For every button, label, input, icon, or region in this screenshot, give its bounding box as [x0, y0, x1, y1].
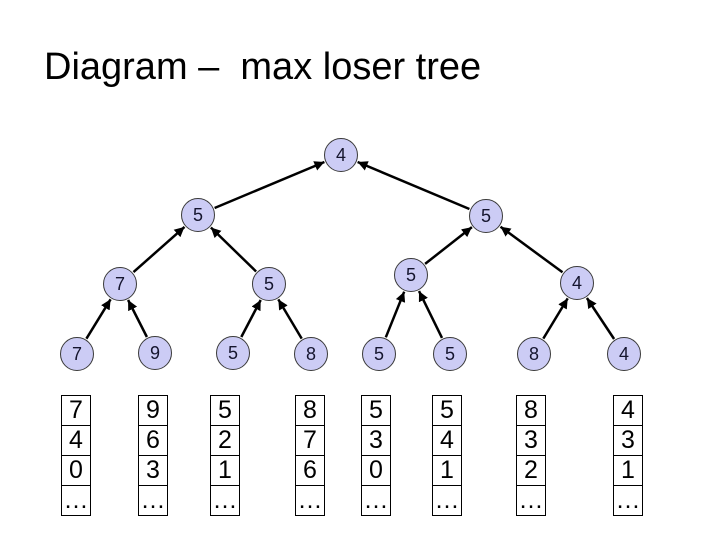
run-cell: …	[432, 485, 462, 516]
run-column-2: 5 2 1 …	[210, 395, 240, 516]
tree-node-level3-2: 5	[394, 258, 428, 292]
tree-node-leaf-0: 7	[60, 337, 94, 371]
run-cell: 8	[295, 395, 325, 426]
run-column-6: 8 3 2 …	[516, 395, 546, 516]
run-cell: 7	[61, 395, 91, 426]
tree-node-level2-1: 5	[469, 199, 503, 233]
tree-edge	[126, 299, 149, 338]
tree-node-leaf-7: 4	[607, 337, 641, 371]
tree-edge	[240, 299, 262, 338]
run-column-1: 9 6 3 …	[138, 395, 168, 516]
run-cell: 3	[138, 455, 168, 486]
run-cell: 8	[516, 395, 546, 426]
tree-node-leaf-4: 5	[362, 337, 396, 371]
tree-node-root: 4	[324, 138, 358, 172]
run-cell: 5	[361, 395, 391, 426]
run-column-0: 7 4 0 …	[61, 395, 91, 516]
run-cell: 1	[613, 455, 643, 486]
run-column-4: 5 3 0 …	[361, 395, 391, 516]
tree-edge	[277, 298, 303, 340]
run-cell: 6	[138, 425, 168, 456]
tree-node-leaf-2: 5	[216, 336, 250, 370]
run-cell: 4	[613, 395, 643, 426]
tree-node-level2-0: 5	[181, 198, 215, 232]
run-cell: 0	[61, 455, 91, 486]
run-column-3: 8 7 6 …	[295, 395, 325, 516]
tree-edge	[585, 297, 616, 340]
run-cell: 3	[361, 425, 391, 456]
run-cell: 6	[295, 455, 325, 486]
run-cell: …	[210, 485, 240, 516]
run-cell: 5	[432, 395, 462, 426]
run-cell: …	[361, 485, 391, 516]
tree-node-level3-3: 4	[560, 266, 594, 300]
run-column-5: 5 4 1 …	[432, 395, 462, 516]
tree-edge	[417, 290, 444, 339]
run-cell: …	[61, 485, 91, 516]
tree-node-leaf-3: 8	[294, 337, 328, 371]
run-cell: 4	[432, 425, 462, 456]
tree-edge	[542, 297, 569, 340]
page-title: Diagram – max loser tree	[44, 46, 482, 88]
tree-node-leaf-1: 9	[138, 336, 172, 370]
tree-edge	[85, 298, 112, 340]
run-cell: 2	[210, 425, 240, 456]
tree-edge	[210, 226, 257, 273]
tree-edge	[214, 160, 325, 210]
run-cell: …	[613, 485, 643, 516]
run-cell: …	[516, 485, 546, 516]
tree-edge	[424, 226, 473, 265]
run-cell: 7	[295, 425, 325, 456]
tree-edge	[132, 225, 186, 274]
run-cell: 1	[210, 455, 240, 486]
run-cell: 4	[61, 425, 91, 456]
run-cell: 0	[361, 455, 391, 486]
tree-node-leaf-5: 5	[433, 337, 467, 371]
run-cell: 9	[138, 395, 168, 426]
tree-node-leaf-6: 8	[517, 337, 551, 371]
tree-node-level3-0: 7	[103, 267, 137, 301]
run-cell: 2	[516, 455, 546, 486]
tree-edge	[499, 225, 564, 274]
tree-edge	[384, 291, 406, 338]
run-cell: …	[295, 485, 325, 516]
tree-node-level3-1: 5	[252, 267, 286, 301]
run-cell: 3	[516, 425, 546, 456]
run-cell: 1	[432, 455, 462, 486]
tree-edge	[357, 160, 470, 211]
run-cell: …	[138, 485, 168, 516]
run-cell: 3	[613, 425, 643, 456]
run-cell: 5	[210, 395, 240, 426]
run-column-7: 4 3 1 …	[613, 395, 643, 516]
